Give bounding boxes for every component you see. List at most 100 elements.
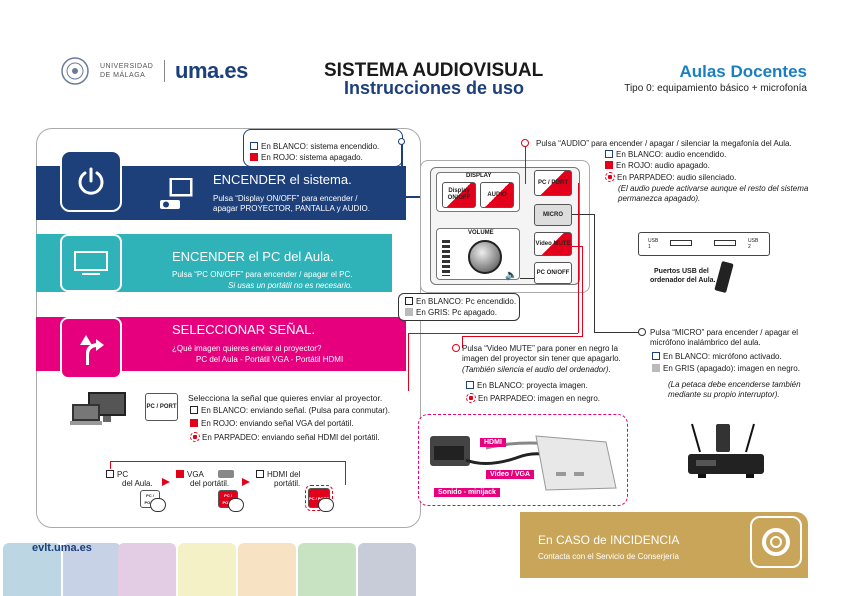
option-pc: PC bbox=[106, 470, 128, 480]
hand-pointer-icon bbox=[150, 498, 166, 512]
step3-desc1: ¿Qué imagen quieres enviar al proyector? bbox=[172, 344, 322, 353]
signal-line1: En BLANCO: enviando señal. (Pulsa para c… bbox=[190, 406, 390, 416]
volume-knob[interactable] bbox=[468, 240, 502, 274]
page-title: SISTEMA AUDIOVISUAL bbox=[324, 60, 544, 81]
usb-port1 bbox=[670, 240, 692, 246]
micro-note-head2: micrófono inalámbrico del aula. bbox=[650, 338, 761, 347]
micro-note-dot bbox=[638, 328, 646, 336]
option-hdmi: HDMI del bbox=[256, 470, 300, 480]
micro-note-line1: En BLANCO: micrófono activado. bbox=[652, 352, 782, 362]
uma-logo: uma.es bbox=[175, 58, 248, 83]
video-note-line2: En PARPADEO: imagen en negro. bbox=[466, 393, 600, 404]
display-label: DISPLAY bbox=[466, 173, 492, 179]
step3-icon-box bbox=[60, 317, 122, 379]
video-vga-label: Vídeo / VGA bbox=[486, 470, 535, 479]
step1-desc2: apagar PROYECTOR, PANTALLA y AUDIO. bbox=[213, 204, 370, 213]
pcport-button[interactable]: PC / PORT bbox=[534, 170, 572, 196]
signal-connector-h bbox=[408, 333, 578, 334]
usb-caption1: Puertos USB del bbox=[654, 268, 709, 275]
seal-icon bbox=[61, 57, 89, 85]
signal-connector-v2 bbox=[408, 333, 409, 391]
volume-label: VOLUME bbox=[468, 230, 494, 236]
video-note-dot bbox=[452, 344, 460, 352]
power-icon bbox=[78, 167, 104, 195]
display-note-box bbox=[243, 129, 403, 167]
display-connector-v bbox=[401, 145, 403, 197]
audio-note-note1: (El audio puede activarse aunque el rest… bbox=[618, 184, 809, 193]
footer-tile-4 bbox=[178, 543, 236, 596]
laptop-monitor-icon bbox=[70, 392, 128, 431]
display-connector-h bbox=[380, 196, 440, 198]
options-line-right bbox=[345, 461, 346, 485]
volume-leds bbox=[442, 240, 450, 276]
footer-tile-2 bbox=[63, 543, 121, 596]
video-note-line1: En BLANCO: proyecta imagen. bbox=[466, 381, 588, 391]
footer-url[interactable]: evlt.uma.es bbox=[32, 542, 92, 554]
signal-line3: En PARPADEO: enviando señal HDMI del por… bbox=[190, 432, 380, 443]
display-note-line2: En ROJO: sistema apagado. bbox=[250, 153, 363, 163]
step1-icon-box bbox=[60, 150, 122, 212]
university-name: UNIVERSIDAD DE MÁLAGA bbox=[100, 63, 154, 79]
audio-note-line2: En ROJO: audio apagado. bbox=[605, 161, 710, 171]
step2-desc1: Pulsa “PC ON/OFF” para encender / apagar… bbox=[172, 270, 353, 279]
signal-line2: En ROJO: enviando señal VGA del portátil… bbox=[190, 419, 354, 429]
sound-label: Sonido - minijack bbox=[434, 488, 500, 497]
option-pc-sub: del Aula. bbox=[122, 479, 153, 488]
option-vga-sub: del portátil. bbox=[190, 479, 230, 488]
footer-tile-6 bbox=[298, 543, 356, 596]
projector-icon bbox=[160, 177, 194, 217]
display-onoff-button[interactable]: Display ON/OFF bbox=[442, 182, 476, 208]
hdmi-label: HDMI bbox=[480, 438, 506, 447]
usb-stick-icon bbox=[714, 260, 734, 294]
step1-title: ENCENDER el sistema. bbox=[213, 172, 352, 187]
audio-button[interactable]: AUDIO bbox=[480, 182, 514, 208]
usb-panel bbox=[638, 232, 770, 256]
right-title: Aulas Docentes bbox=[679, 62, 807, 81]
audio-note-note2: permanezca apagado). bbox=[618, 194, 701, 203]
usb-port2-label: USB 2 bbox=[748, 238, 759, 250]
video-connector-v2 bbox=[462, 336, 463, 348]
incident-title: En CASO de INCIDENCIA bbox=[538, 533, 680, 547]
blink-icon bbox=[190, 432, 200, 442]
step2-title: ENCENDER el PC del Aula. bbox=[172, 249, 334, 264]
video-connector-h bbox=[572, 246, 582, 247]
audio-connector-v bbox=[525, 144, 526, 184]
video-mute-button[interactable]: Video MUTE bbox=[534, 232, 572, 256]
pcport-button-sample: PC / PORT bbox=[145, 393, 178, 421]
incident-desc: Contacta con el Servicio de Conserjería bbox=[538, 552, 679, 561]
pc-onoff-button[interactable]: PC ON/OFF bbox=[534, 262, 572, 284]
option-hdmi-arrow bbox=[242, 478, 250, 486]
white-square-icon bbox=[190, 406, 198, 414]
micro-connector-h2 bbox=[594, 332, 640, 333]
micro-note-line2: En GRIS (apagado): imagen en negro. bbox=[652, 364, 800, 374]
step2-icon-box bbox=[60, 234, 122, 292]
video-connector-h2 bbox=[462, 336, 583, 337]
video-note-note: (También silencia el audio del ordenador… bbox=[462, 365, 611, 374]
footer-tile-1 bbox=[3, 543, 61, 596]
vga-connector-icon bbox=[218, 470, 234, 478]
audio-note-line1: En BLANCO: audio encendido. bbox=[605, 150, 726, 160]
options-line-top bbox=[110, 461, 346, 462]
pc-note-line1: En BLANCO: Pc encendido. bbox=[405, 297, 516, 307]
signal-connector-v bbox=[578, 183, 579, 333]
micro-button[interactable]: MICRO bbox=[534, 204, 572, 226]
usb-port2 bbox=[714, 240, 736, 246]
pc-note-line2: En GRIS: Pc apagado. bbox=[405, 308, 497, 318]
monitor-icon bbox=[74, 251, 108, 275]
footer-tile-3 bbox=[118, 543, 176, 596]
footer-tile-5 bbox=[238, 543, 296, 596]
display-note-line1: En BLANCO: sistema encendido. bbox=[250, 142, 379, 152]
micro-note-note2: mediante su propio interruptor). bbox=[668, 390, 780, 399]
university-seal bbox=[58, 56, 92, 86]
laptop-ports-image bbox=[426, 428, 622, 503]
display-note-dot bbox=[398, 138, 405, 145]
usb-caption2: ordenador del Aula. bbox=[650, 277, 716, 284]
incident-icon-box bbox=[750, 516, 802, 568]
audio-note-head: Pulsa “AUDIO” para encender / apagar / s… bbox=[536, 139, 792, 148]
usb-port1-label: USB 1 bbox=[648, 238, 659, 250]
page-subtitle: Instrucciones de uso bbox=[344, 78, 525, 98]
hand-pointer-icon bbox=[318, 498, 334, 512]
micro-connector-v bbox=[594, 214, 595, 332]
red-square-icon bbox=[190, 419, 198, 427]
hand-pointer-icon bbox=[228, 498, 244, 512]
